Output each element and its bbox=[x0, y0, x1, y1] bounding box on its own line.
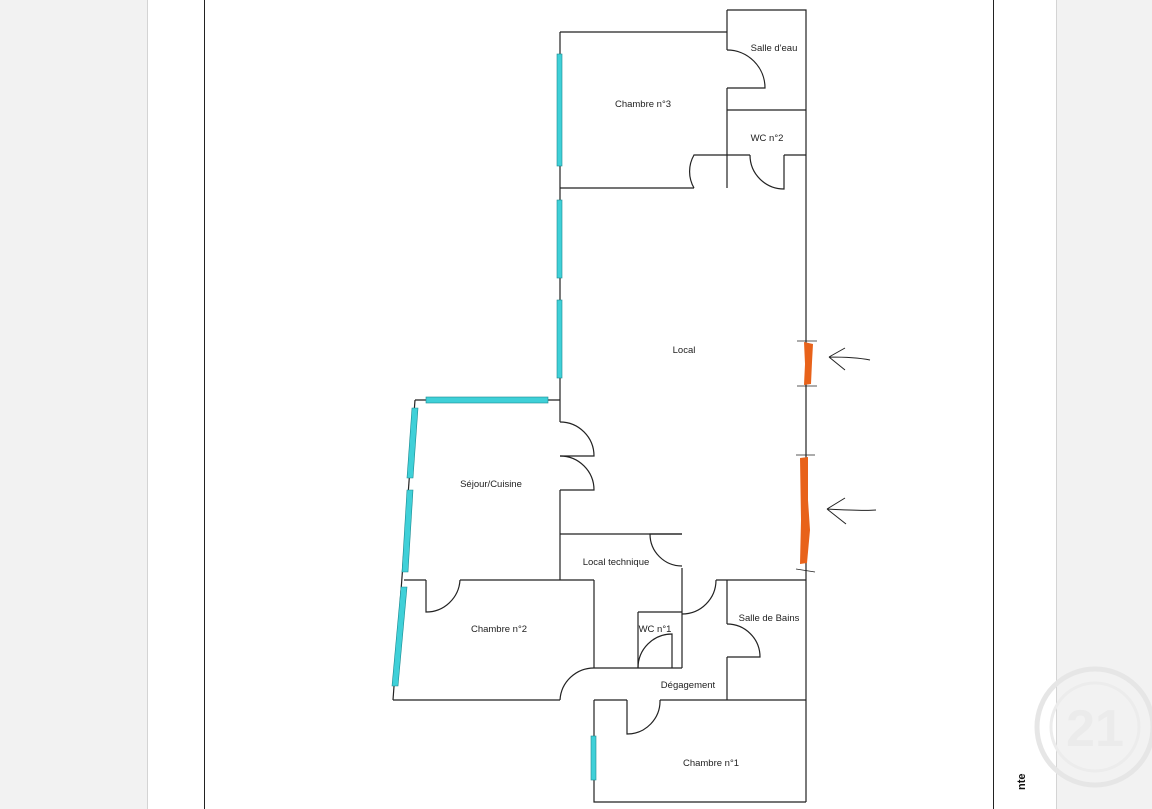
arrow-1 bbox=[828, 347, 871, 371]
label-degagement: Dégagement bbox=[661, 680, 716, 691]
window-sejour-1 bbox=[406, 407, 419, 479]
arrow-2 bbox=[826, 497, 877, 525]
window-chambre3 bbox=[556, 53, 563, 167]
label-chambre2: Chambre n°2 bbox=[471, 624, 527, 635]
room-labels: Salle d'eau Chambre n°3 WC n°2 Local Séj… bbox=[460, 43, 800, 769]
window-sejour-2 bbox=[401, 489, 414, 573]
window-sejour-top bbox=[425, 396, 549, 404]
highlighted-openings bbox=[795, 340, 817, 573]
window-local-1 bbox=[556, 199, 563, 279]
walls bbox=[392, 9, 807, 803]
label-local-technique: Local technique bbox=[583, 557, 650, 568]
plan-frame bbox=[204, 0, 994, 809]
watermark-text: 21 bbox=[1066, 700, 1124, 758]
label-wc2: WC n°2 bbox=[751, 133, 784, 144]
highlight-opening-2 bbox=[800, 457, 810, 564]
arrows bbox=[826, 347, 877, 525]
label-sejour: Séjour/Cuisine bbox=[460, 479, 522, 490]
label-salle-deau: Salle d'eau bbox=[751, 43, 798, 54]
label-local: Local bbox=[673, 345, 696, 356]
highlight-opening-1 bbox=[804, 342, 813, 385]
windows bbox=[391, 53, 597, 781]
side-text: nte bbox=[1016, 773, 1028, 791]
label-wc1: WC n°1 bbox=[639, 624, 672, 635]
document-page bbox=[147, 0, 1057, 809]
window-chambre1 bbox=[590, 735, 597, 781]
label-chambre3: Chambre n°3 bbox=[615, 99, 671, 110]
century21-logo-icon: 21 bbox=[1034, 666, 1152, 788]
window-local-2 bbox=[556, 299, 563, 379]
label-chambre1: Chambre n°1 bbox=[683, 758, 739, 769]
label-salle-de-bains: Salle de Bains bbox=[739, 613, 800, 624]
window-chambre2 bbox=[391, 586, 408, 687]
